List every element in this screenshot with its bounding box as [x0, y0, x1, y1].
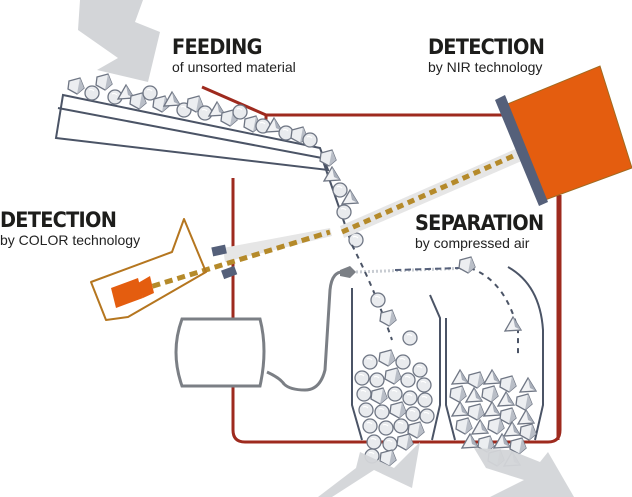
detection-color-title: DETECTION	[0, 208, 117, 232]
color-beam	[139, 228, 332, 293]
feed-arrow	[78, 0, 160, 82]
air-jet	[355, 266, 471, 274]
nir-beam	[340, 147, 524, 238]
separation-title: SEPARATION	[415, 211, 544, 235]
detection-nir-subtitle: by NIR technology	[428, 59, 543, 75]
nir-sensor	[495, 65, 632, 206]
conveyor-belt	[54, 93, 330, 172]
feeding-subtitle: of unsorted material	[172, 59, 296, 75]
separation-subtitle: by compressed air	[415, 235, 530, 251]
label-feeding: FEEDING of unsorted material	[172, 35, 296, 75]
output-arrow-left	[318, 442, 420, 497]
detection-color-subtitle: by COLOR technology	[0, 232, 141, 248]
color-camera	[90, 218, 238, 321]
output-arrow-right	[474, 448, 574, 497]
label-separation: SEPARATION by compressed air	[415, 211, 555, 251]
feeding-title: FEEDING	[172, 35, 262, 59]
label-detection-color: DETECTION by COLOR technology	[0, 208, 141, 248]
sorted-pile-round	[354, 349, 435, 467]
bins	[351, 266, 544, 441]
machine-frame	[201, 85, 562, 444]
detection-nir-title: DETECTION	[428, 35, 545, 59]
air-tank	[174, 270, 346, 392]
label-detection-nir: DETECTION by NIR technology	[428, 35, 554, 75]
air-nozzle	[340, 266, 356, 278]
